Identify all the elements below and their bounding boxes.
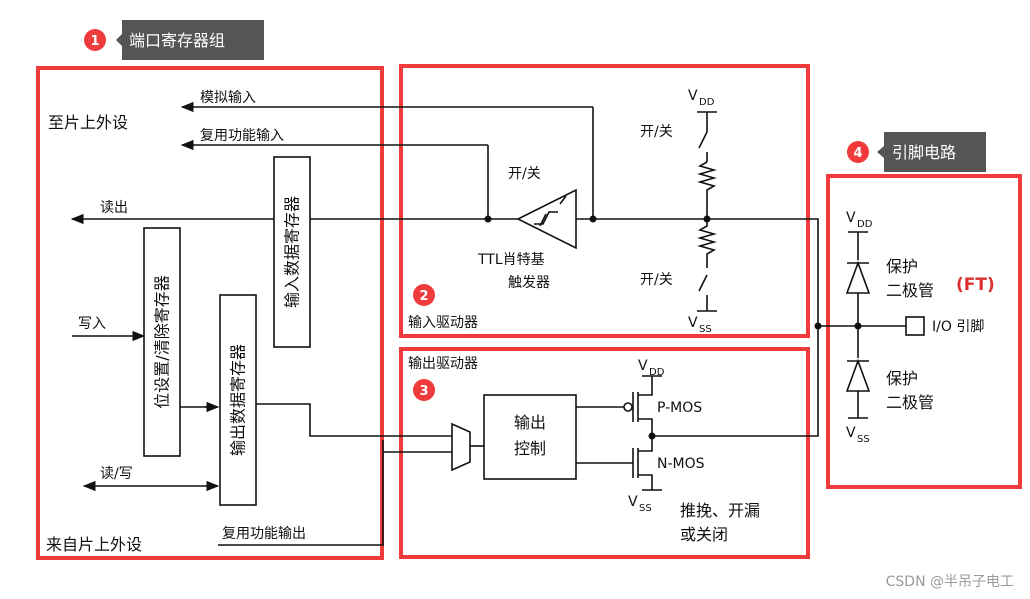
output-control-block <box>483 394 577 480</box>
on-off-label-pullup: 开/关 <box>640 124 673 140</box>
hysteresis-icon <box>534 211 558 227</box>
svg-text:SS: SS <box>699 324 712 335</box>
output-driver-frame <box>399 347 810 559</box>
diode-top-symbol <box>845 260 871 294</box>
read-out-label: 读出 <box>100 199 128 216</box>
callout-4-label: 引脚电路 <box>892 143 956 162</box>
nmos-source <box>638 474 653 490</box>
watermark: CSDN @半吊子电工 <box>886 574 1014 590</box>
af-output-label: 复用功能输出 <box>222 525 306 542</box>
write-in-label: 写入 <box>78 316 106 332</box>
af-input-label: 复用功能输入 <box>200 127 284 144</box>
protect-diode-bottom-label-2: 二极管 <box>886 393 934 412</box>
io-pin-label: I/O 引脚 <box>932 319 984 335</box>
callout-4-tooltip <box>877 132 986 172</box>
output-driver-label: 输出驱动器 <box>408 356 478 372</box>
callout-3-badge <box>413 379 435 401</box>
output-mux-symbol <box>451 422 471 472</box>
callout-4-badge <box>847 141 869 163</box>
to-peripheral-label: 至片上外设 <box>48 113 128 132</box>
pmos-label: P-MOS <box>657 400 702 416</box>
protect-diode-bottom-label-1: 保护 <box>886 369 918 388</box>
vdd-label-pullup: V DD <box>688 88 715 108</box>
enable-wire <box>559 195 567 205</box>
pulldown-switch <box>698 274 708 292</box>
callout-1-number: 1 <box>90 34 99 49</box>
nmos-label: N-MOS <box>657 456 705 472</box>
svg-text:SS: SS <box>857 434 870 445</box>
callout-4: 4 引脚电路 <box>847 132 986 172</box>
pin-circuit-frame <box>826 174 1022 489</box>
bit-set-reset-register-label: 位设置/清除寄存器 <box>153 275 172 408</box>
node-dot <box>484 215 492 223</box>
input-driver-frame <box>399 64 810 338</box>
vss-label-nmos: V SS <box>628 494 652 514</box>
read-write-label: 读/写 <box>100 465 133 482</box>
odr-to-mux-wire <box>256 403 452 437</box>
output-control-label-2: 控制 <box>514 439 546 458</box>
input-data-register-label: 输入数据寄存器 <box>283 196 302 308</box>
input-data-register <box>273 156 311 348</box>
pullup-resistor <box>697 161 717 219</box>
from-peripheral-label: 来自片上外设 <box>46 535 142 554</box>
diode-bottom-symbol <box>845 358 871 392</box>
callout-1-label: 端口寄存器组 <box>129 31 225 50</box>
svg-text:V: V <box>638 358 648 374</box>
pullup-switch <box>698 131 708 149</box>
svg-text:DD: DD <box>649 367 665 378</box>
io-pin-pad <box>905 316 925 336</box>
callout-1: 1 端口寄存器组 <box>84 20 264 60</box>
svg-text:SS: SS <box>639 503 652 514</box>
on-off-label-pulldown: 开/关 <box>640 272 673 288</box>
protect-diode-top-label-1: 保护 <box>886 257 918 276</box>
output-control-label-1: 输出 <box>514 413 546 432</box>
callout-1-badge <box>84 29 106 51</box>
analog-input-label: 模拟输入 <box>200 90 256 106</box>
svg-text:DD: DD <box>699 97 715 108</box>
schmitt-trigger-symbol <box>516 188 577 250</box>
callout-2-number: 2 <box>419 289 428 304</box>
vss-label-pulldown: V SS <box>688 315 712 335</box>
schmitt-label-2: 触发器 <box>508 275 550 291</box>
pmos-gate-bubble <box>623 402 633 412</box>
output-mode-label-1: 推挽、开漏 <box>680 501 760 520</box>
node-dot <box>589 215 597 223</box>
callout-3-number: 3 <box>419 384 428 399</box>
svg-text:DD: DD <box>857 219 873 230</box>
pulldown-resistor <box>697 219 717 268</box>
protect-diode-top-label-2: 二极管 <box>886 281 934 300</box>
svg-text:V: V <box>846 210 856 226</box>
on-off-label-input: 开/关 <box>508 166 541 182</box>
output-data-register <box>219 294 257 506</box>
svg-text:V: V <box>846 425 856 441</box>
schmitt-label-1: TTL肖特基 <box>477 251 545 268</box>
svg-text:V: V <box>628 494 638 510</box>
pmos-source <box>638 376 653 396</box>
svg-text:V: V <box>688 315 698 331</box>
output-data-register-label: 输出数据寄存器 <box>229 344 248 456</box>
callout-2-badge <box>413 284 435 306</box>
input-driver-label: 输入驱动器 <box>408 315 478 331</box>
svg-text:V: V <box>688 88 698 104</box>
vdd-label-pin: V DD <box>846 210 873 230</box>
vss-label-pin: V SS <box>846 425 870 445</box>
pmos-drain <box>638 418 653 436</box>
ft-label: (FT) <box>956 275 995 295</box>
bit-set-reset-register <box>143 227 181 457</box>
vdd-label-pmos: V DD <box>638 358 665 378</box>
af-output-wire <box>218 440 384 546</box>
nmos-drain <box>638 436 653 452</box>
output-mode-label-2: 或关闭 <box>680 525 728 544</box>
register-group-frame <box>36 66 384 560</box>
callout-4-number: 4 <box>853 146 862 161</box>
callout-1-tooltip <box>116 20 264 60</box>
